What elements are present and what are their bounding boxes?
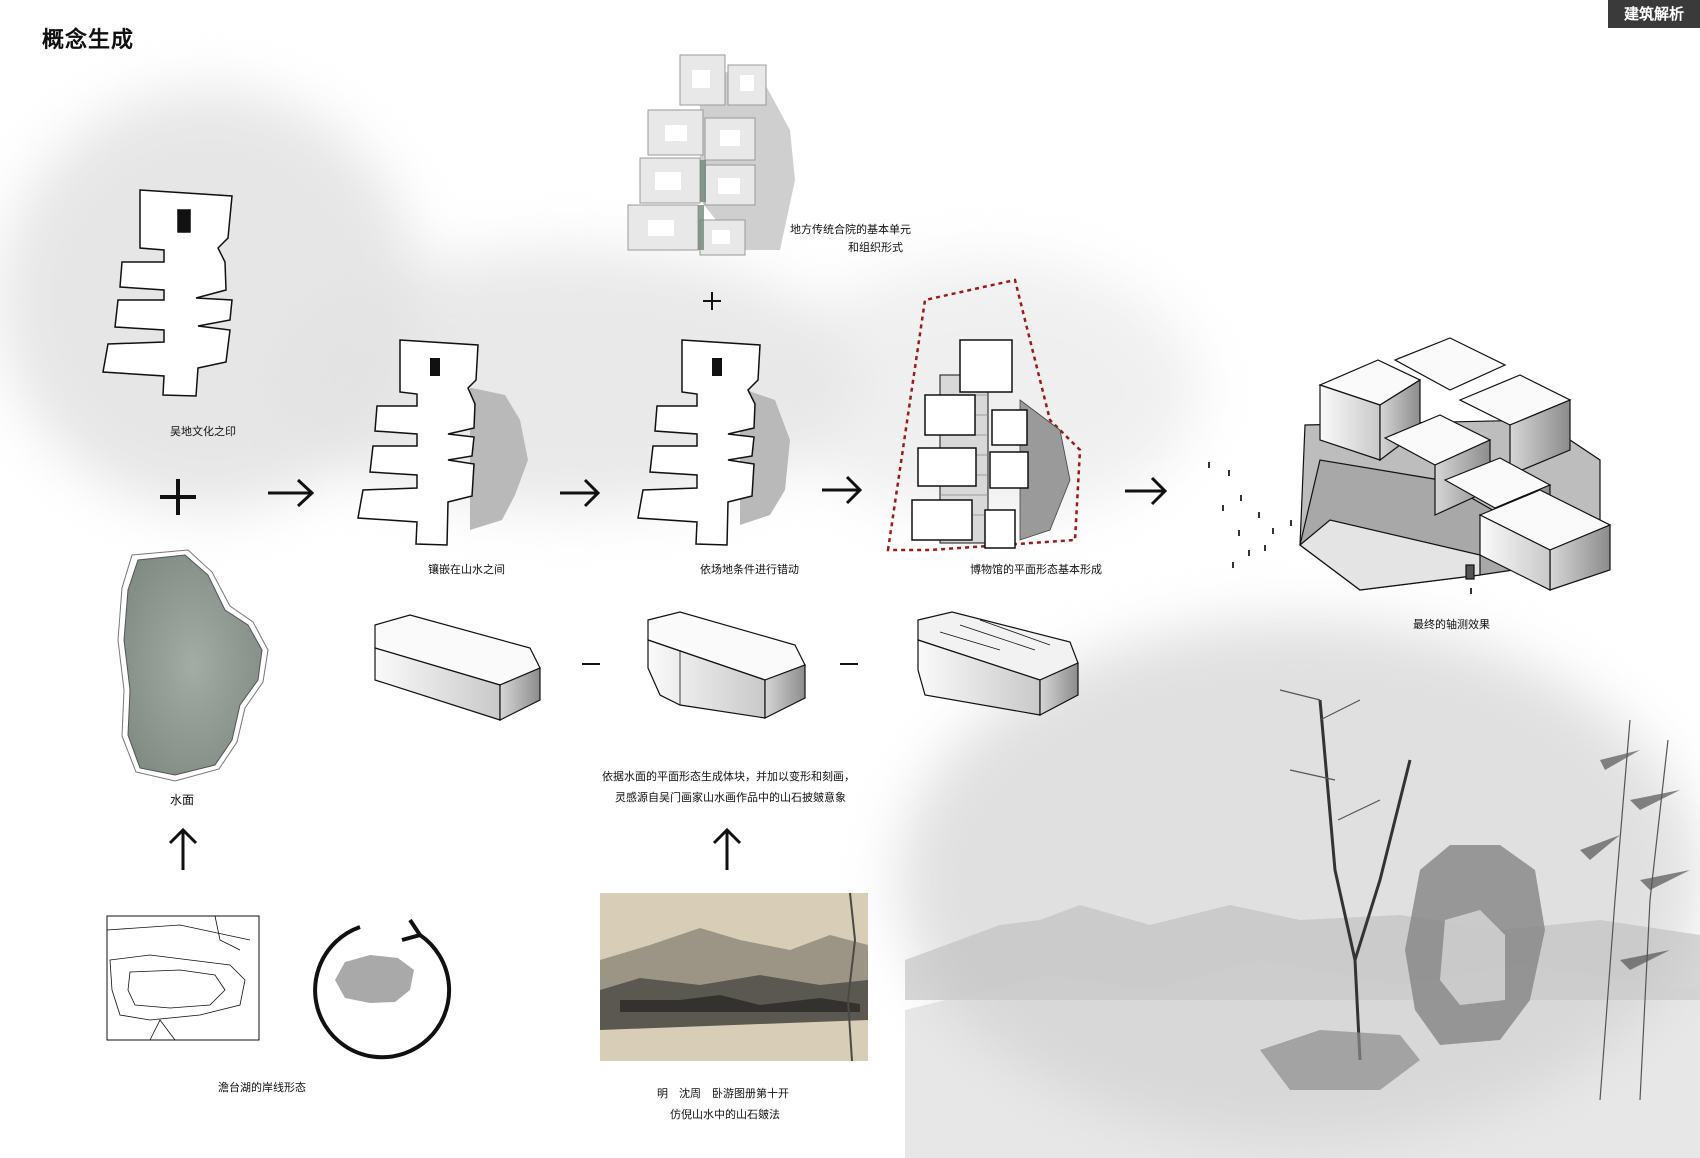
- page-title: 概念生成: [42, 27, 135, 53]
- embed-glyph: [357, 339, 528, 546]
- label-stagger: 依场地条件进行错动: [700, 563, 799, 576]
- plus-operator-small: [703, 292, 721, 310]
- label-courtyard-2: 和组织形式: [848, 241, 903, 254]
- rotation-cycle: [313, 918, 452, 1060]
- label-water: 水面: [170, 793, 195, 807]
- label-embed: 镶嵌在山水之间: [428, 563, 505, 576]
- volume-study-1: [374, 614, 541, 721]
- label-plan-form: 博物馆的平面形态基本形成: [970, 563, 1102, 576]
- label-volume-1: 依据水面的平面形态生成体块，并加以变形和刻画，: [602, 770, 855, 783]
- final-axonometric: [1299, 337, 1612, 591]
- courtyard-unit-plan: [627, 54, 795, 256]
- scattered-figures: [1208, 462, 1472, 594]
- volume-study-2: [647, 611, 806, 719]
- plan-form-diagram: [886, 278, 1082, 552]
- label-painting-2: 仿倪山水中的山石皴法: [670, 1108, 780, 1121]
- label-wu-seal: 吴地文化之印: [170, 425, 236, 438]
- up-arrows: [168, 827, 742, 870]
- painting-reference: [600, 892, 868, 1062]
- volume-study-3: [917, 611, 1079, 716]
- label-courtyard-1: 地方传统合院的基本单元: [790, 223, 911, 236]
- label-painting-1: 明 沈周 卧游图册第十开: [657, 1087, 789, 1100]
- section-badge: 建筑解析: [1608, 0, 1700, 28]
- label-volume-2: 灵感源自吴门画家山水画作品中的山石披皴意象: [615, 791, 846, 804]
- flow-arrows: [268, 475, 1168, 508]
- plus-operator: [160, 479, 196, 515]
- water-plan: [117, 549, 269, 782]
- rock-bamboo-painting: [1260, 689, 1690, 1101]
- stagger-glyph: [637, 339, 790, 546]
- wu-seal-glyph: [102, 189, 233, 397]
- shoreline-site-plan: [106, 915, 260, 1041]
- label-final: 最终的轴测效果: [1413, 618, 1490, 631]
- label-shoreline: 澹台湖的岸线形态: [218, 1081, 306, 1094]
